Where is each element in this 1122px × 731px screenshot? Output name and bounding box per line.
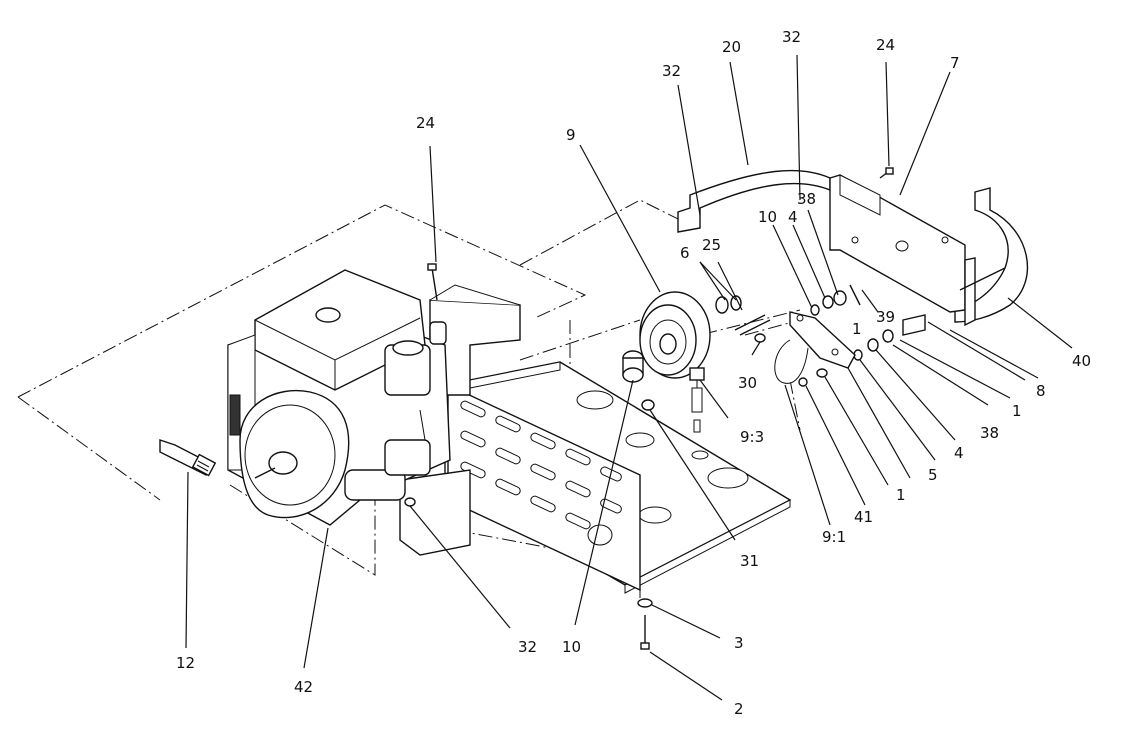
- callout-20: 20: [722, 38, 741, 56]
- callout-32-left: 32: [662, 62, 681, 80]
- callout-42: 42: [294, 678, 313, 696]
- callout-6: 6: [680, 244, 690, 262]
- callout-1-upper: 1: [852, 320, 862, 338]
- callout-38-lower: 38: [980, 424, 999, 442]
- callout-39: 39: [876, 308, 895, 326]
- callout-1-lower: 1: [896, 486, 906, 504]
- callout-4-lower: 4: [954, 444, 964, 462]
- hardware: [404, 167, 926, 650]
- callout-5: 5: [928, 466, 938, 484]
- rear-engine-bracket: [399, 284, 521, 556]
- guard-mounting-bracket: [829, 174, 1006, 327]
- callout-41: 41: [854, 508, 873, 526]
- frame-slotted-rail: [447, 383, 641, 592]
- callout-7: 7: [950, 54, 960, 72]
- callout-1-right: 1: [1012, 402, 1022, 420]
- pto-clutch: [639, 291, 711, 433]
- callout-2: 2: [734, 700, 744, 718]
- engine: [227, 269, 451, 526]
- callout-12: 12: [176, 654, 195, 672]
- callout-31: 31: [740, 552, 759, 570]
- callout-8: 8: [1036, 382, 1046, 400]
- callout-4-top: 4: [788, 208, 798, 226]
- callout-38-top: 38: [797, 190, 816, 208]
- callout-9-3: 9:3: [740, 428, 764, 446]
- callout-9-1: 9:1: [822, 528, 846, 546]
- callout-3: 3: [734, 634, 744, 652]
- callout-10-top: 10: [758, 208, 777, 226]
- leader-lines: [185, 54, 1073, 701]
- callout-24-right: 24: [876, 36, 895, 54]
- callout-30: 30: [738, 374, 757, 392]
- callout-10-lower: 10: [562, 638, 581, 656]
- callout-32-lower: 32: [518, 638, 537, 656]
- callout-labels: 24 9 32 20 32 24 7 38 10 4 25 6 39 1 8 4…: [176, 28, 1091, 718]
- callout-24-left: 24: [416, 114, 435, 132]
- callout-32-mid: 32: [782, 28, 801, 46]
- clutch-spacer: [622, 350, 644, 383]
- oil-drain-fitting: [159, 439, 217, 477]
- callout-9: 9: [566, 126, 576, 144]
- callout-25: 25: [702, 236, 721, 254]
- callout-40: 40: [1072, 352, 1091, 370]
